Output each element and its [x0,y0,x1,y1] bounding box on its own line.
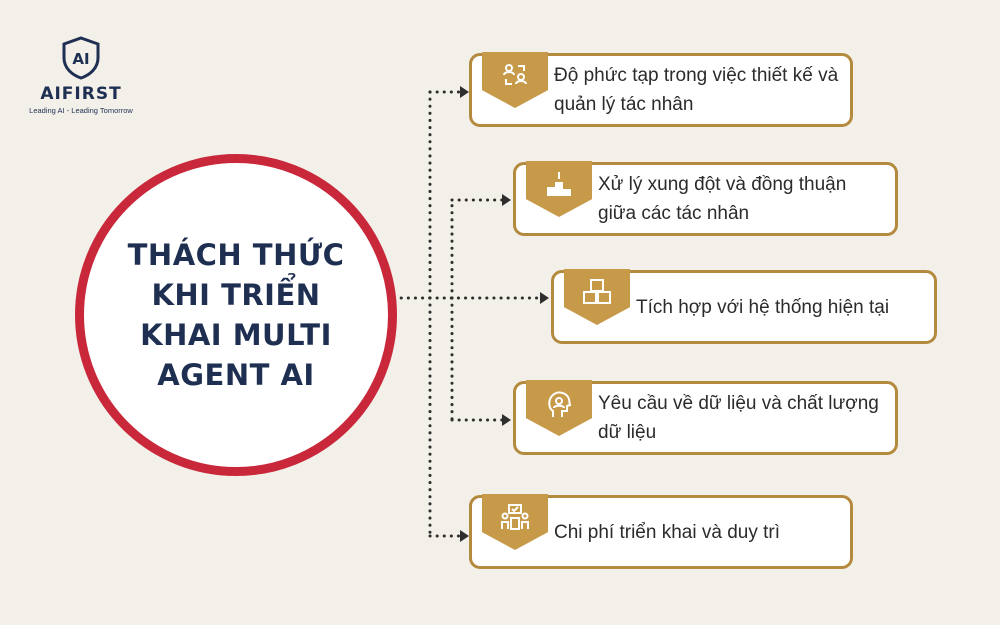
challenge-card: Tích hợp với hệ thống hiện tại [551,269,937,344]
cubes-icon [583,279,611,304]
card-badge [526,161,592,217]
card-badge [526,380,592,436]
card-text: Chi phí triển khai và duy trì [554,521,780,543]
challenge-card: Yêu cầu về dữ liệu và chất lượng dữ liệu [513,380,898,455]
card-badge [482,52,548,108]
brand-logo: AI AIFIRST Leading AI - Leading Tomorrow [26,36,136,115]
card-badge [482,494,548,550]
card-text: Độ phức tạp trong việc thiết kế và quản … [554,65,839,115]
challenge-card: Chi phí triển khai và duy trì [469,494,853,569]
challenge-card: Xử lý xung đột và đồng thuận giữa các tá… [513,161,898,236]
shield-logo-icon: AI [62,36,100,80]
challenge-card: Độ phức tạp trong việc thiết kế và quản … [469,52,853,127]
brand-tagline: Leading AI - Leading Tomorrow [29,106,133,115]
card-text: Yêu cầu về dữ liệu và chất lượng dữ liệu [598,393,879,443]
brand-name: AIFIRST [40,84,122,104]
logo-mark: AI [72,50,89,68]
podium-icon [547,172,571,196]
card-text: Xử lý xung đột và đồng thuận giữa các tá… [598,174,847,224]
card-badge [564,269,630,325]
team-meeting-icon [501,504,529,530]
agents-exchange-icon [503,64,527,85]
head-person-icon [548,391,572,417]
card-text: Tích hợp với hệ thống hiện tại [636,296,890,318]
central-topic-circle: THÁCH THỨC KHI TRIỂN KHAI MULTI AGENT AI [75,154,397,476]
central-topic-title: THÁCH THỨC KHI TRIỂN KHAI MULTI AGENT AI [127,238,345,392]
